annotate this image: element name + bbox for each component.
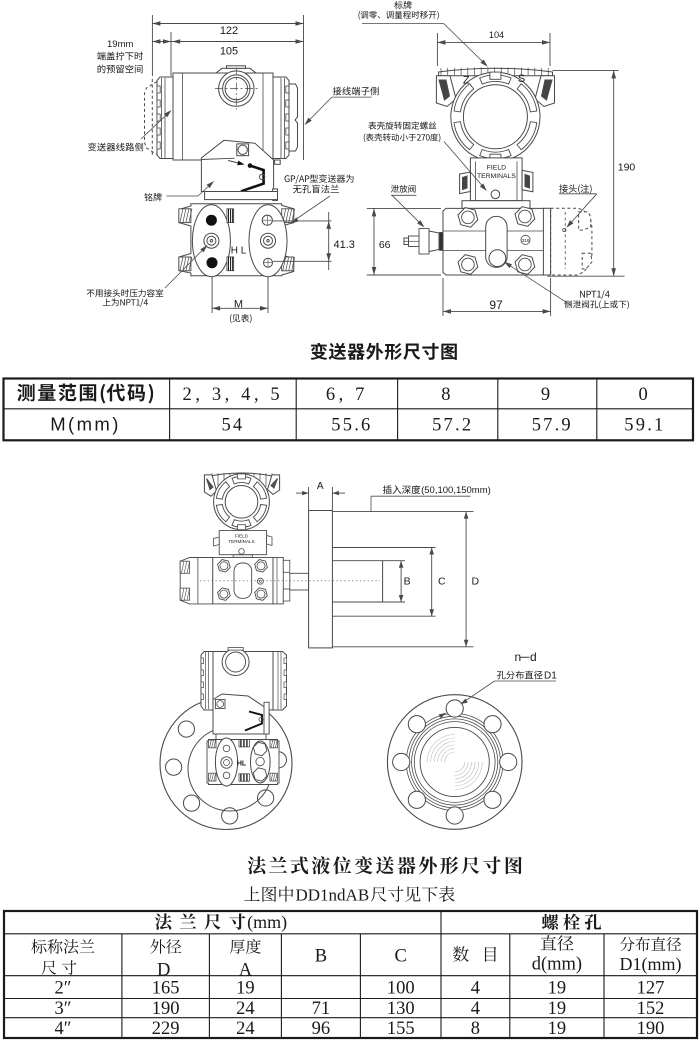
svg-text:4: 4 <box>471 979 480 999</box>
svg-text:H L: H L <box>231 246 247 257</box>
svg-text:(mm): (mm) <box>247 912 287 933</box>
svg-text:190: 190 <box>618 162 636 174</box>
svg-text:19mm: 19mm <box>107 39 133 50</box>
svg-text:4: 4 <box>471 999 480 1019</box>
svg-text:127: 127 <box>637 979 665 999</box>
svg-text:97: 97 <box>489 298 503 312</box>
svg-text:2, 3, 4, 5: 2, 3, 4, 5 <box>183 385 284 405</box>
svg-text:122: 122 <box>220 25 238 37</box>
svg-text:105: 105 <box>220 46 238 58</box>
svg-text:C: C <box>438 576 446 588</box>
svg-text:66: 66 <box>379 239 391 251</box>
svg-text:D1: D1 <box>544 671 557 682</box>
svg-text:n: n <box>515 650 522 664</box>
svg-text:190: 190 <box>152 999 180 1019</box>
svg-text:54: 54 <box>221 416 244 436</box>
svg-text:8: 8 <box>471 1019 480 1039</box>
svg-text:19: 19 <box>548 999 567 1019</box>
svg-text:B: B <box>315 947 327 967</box>
svg-text:9: 9 <box>541 385 554 405</box>
svg-text:D: D <box>472 576 480 588</box>
svg-text:A: A <box>317 481 324 492</box>
svg-text:57.9: 57.9 <box>532 416 573 436</box>
svg-text:D1(mm): D1(mm) <box>620 954 682 975</box>
svg-text:152: 152 <box>637 999 665 1019</box>
svg-text:6, 7: 6, 7 <box>326 385 368 405</box>
svg-text:C: C <box>395 947 407 967</box>
svg-text:0: 0 <box>638 385 651 405</box>
svg-text:104: 104 <box>489 30 504 40</box>
svg-text:41.3: 41.3 <box>334 239 355 251</box>
svg-text:FIELD: FIELD <box>235 534 249 539</box>
svg-text:59.1: 59.1 <box>624 416 665 436</box>
svg-text:130: 130 <box>387 999 415 1019</box>
svg-text:FIELD: FIELD <box>487 165 506 172</box>
svg-text:57.2: 57.2 <box>432 416 473 436</box>
svg-text:d(mm): d(mm) <box>532 955 582 975</box>
svg-text:TERMINALS: TERMINALS <box>228 539 254 544</box>
svg-text:229: 229 <box>152 1019 180 1039</box>
svg-text:Z: Z <box>463 75 470 87</box>
svg-text:55.6: 55.6 <box>331 416 372 436</box>
svg-text:19: 19 <box>236 979 255 999</box>
svg-text:100: 100 <box>387 979 415 999</box>
svg-text:M: M <box>234 299 243 311</box>
svg-text:4″: 4″ <box>54 1019 71 1039</box>
svg-text:DD1ndAB: DD1ndAB <box>296 886 370 905</box>
svg-text:(50,100,150mm): (50,100,150mm) <box>421 485 491 496</box>
svg-text:190: 190 <box>637 1019 665 1039</box>
svg-text:TERMINALS: TERMINALS <box>477 173 516 180</box>
svg-text:2″: 2″ <box>54 979 71 999</box>
svg-text:8: 8 <box>441 385 454 405</box>
svg-text:24: 24 <box>236 999 255 1019</box>
svg-text:19: 19 <box>548 1019 567 1039</box>
svg-text:3″: 3″ <box>54 999 71 1019</box>
svg-text:A: A <box>239 961 253 981</box>
svg-text:HL: HL <box>237 761 247 768</box>
svg-text:B: B <box>404 576 411 588</box>
svg-text:24: 24 <box>236 1019 255 1039</box>
svg-text:165: 165 <box>152 979 180 999</box>
svg-text:71: 71 <box>312 999 331 1019</box>
svg-text:316: 316 <box>521 238 529 244</box>
svg-text:D: D <box>157 961 170 981</box>
svg-text:S: S <box>518 73 525 85</box>
svg-text:155: 155 <box>387 1019 415 1039</box>
svg-text:M(mm): M(mm) <box>50 413 121 434</box>
svg-text:96: 96 <box>312 1019 331 1039</box>
svg-text:d: d <box>530 650 537 664</box>
svg-text:19: 19 <box>548 979 567 999</box>
